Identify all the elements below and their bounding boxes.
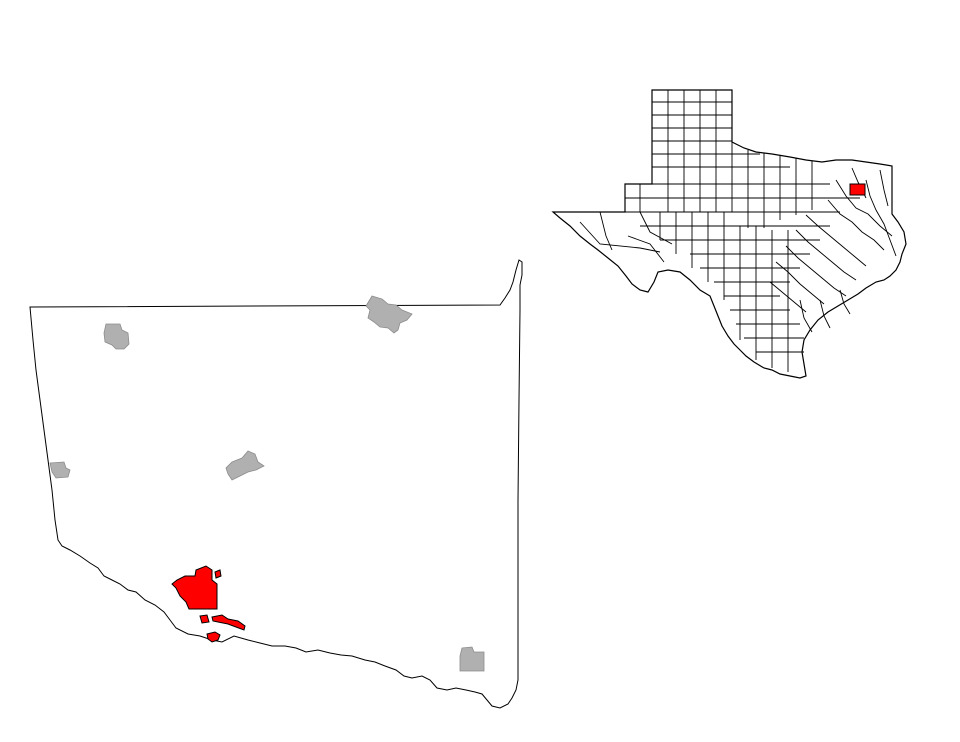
- other-places: [49, 295, 485, 672]
- place-north-east: [365, 295, 413, 334]
- place-west: [49, 461, 71, 479]
- county-grid-central: [579, 167, 897, 372]
- highlighted-county: [849, 183, 866, 196]
- highlighted-place-main: [171, 565, 218, 610]
- place-northwest: [103, 323, 130, 350]
- highlighted-place-fragment-4: [206, 631, 221, 643]
- state-boundary: [551, 89, 907, 379]
- county-grid-panhandle: [625, 90, 860, 228]
- county-boundary: [29, 259, 523, 709]
- place-central: [225, 450, 265, 481]
- highlighted-place: [171, 565, 246, 643]
- highlighted-place-fragment-3: [211, 614, 246, 631]
- highlighted-place-fragment-1: [214, 569, 222, 579]
- highlighted-place-fragment-2: [199, 614, 210, 624]
- county-map: [29, 259, 523, 709]
- place-southeast: [459, 646, 485, 672]
- state-locator-map: [551, 89, 907, 379]
